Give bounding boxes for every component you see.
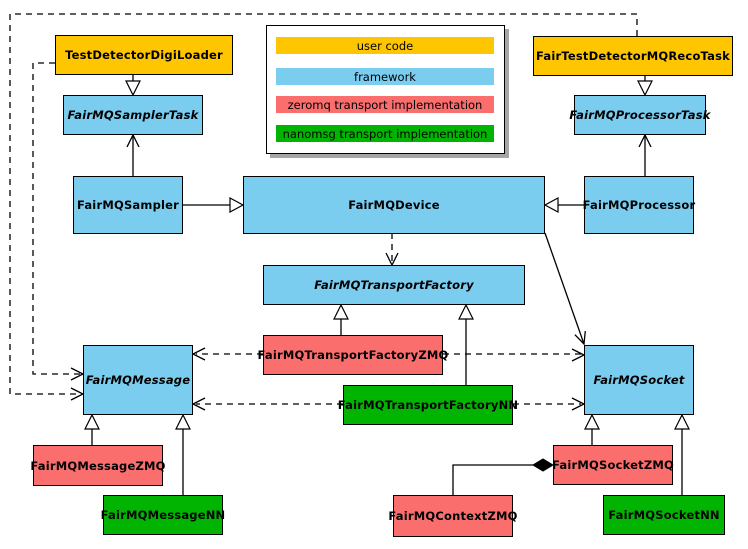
open-arrowhead bbox=[638, 133, 652, 148]
composition-diamond bbox=[532, 458, 554, 472]
open-arrowhead bbox=[385, 252, 399, 267]
edge-device-socket bbox=[544, 232, 585, 345]
node-fairmqmessage: FairMQMessage bbox=[83, 345, 193, 415]
legend-label: zeromq transport implementation bbox=[287, 97, 483, 112]
hollow-triangle bbox=[674, 413, 690, 430]
hollow-triangle bbox=[543, 196, 559, 214]
hollow-triangle bbox=[458, 303, 474, 320]
edge-contextzmq-socketzmq bbox=[452, 464, 533, 495]
open-arrowhead bbox=[571, 397, 586, 411]
node-fairmqsocketnn: FairMQSocketNN bbox=[603, 495, 725, 535]
open-arrowhead bbox=[571, 348, 586, 362]
open-arrowhead bbox=[70, 387, 85, 401]
legend-item-framework: framework bbox=[276, 68, 494, 85]
legend-item-nanomsg: nanomsg transport implementation bbox=[276, 125, 494, 142]
hollow-triangle bbox=[84, 413, 100, 430]
open-arrowhead bbox=[70, 367, 85, 381]
node-fairmqtransportfactorynn: FairMQTransportFactoryNN bbox=[338, 385, 518, 425]
node-fairmqtransportfactory: FairMQTransportFactory bbox=[263, 265, 525, 305]
node-fairmqmessagezmq: FairMQMessageZMQ bbox=[30, 445, 165, 486]
node-fairmqsocket: FairMQSocket bbox=[584, 345, 694, 415]
open-arrowhead bbox=[574, 331, 586, 346]
legend-label: user code bbox=[356, 38, 414, 53]
hollow-triangle bbox=[229, 196, 245, 214]
node-fairmqsamplertask: FairMQSamplerTask bbox=[63, 95, 203, 135]
hollow-triangle bbox=[175, 413, 191, 430]
legend-label: nanomsg transport implementation bbox=[282, 126, 488, 141]
hollow-triangle bbox=[333, 303, 349, 320]
legend-item-user-code: user code bbox=[276, 37, 494, 54]
node-fairmqmessagenn: FairMQMessageNN bbox=[101, 495, 225, 535]
open-arrowhead bbox=[126, 133, 140, 148]
hollow-triangle bbox=[125, 80, 141, 97]
hollow-triangle bbox=[637, 80, 653, 97]
legend-item-zeromq: zeromq transport implementation bbox=[276, 96, 494, 113]
node-fairmqdevice: FairMQDevice bbox=[243, 176, 545, 234]
node-fairmqcontextzmq: FairMQContextZMQ bbox=[388, 495, 517, 537]
node-fairmqtransportfactoryzmq: FairMQTransportFactoryZMQ bbox=[258, 335, 448, 375]
node-testdetectordigiloader: TestDetectorDigiLoader bbox=[55, 35, 233, 75]
node-fairmqsocketzmq: FairMQSocketZMQ bbox=[552, 445, 674, 485]
open-arrowhead bbox=[191, 397, 206, 411]
legend-label: framework bbox=[354, 69, 416, 84]
hollow-triangle bbox=[584, 413, 600, 430]
node-fairtestdetectormqrecotask: FairTestDetectorMQRecoTask bbox=[533, 36, 733, 76]
node-fairmqsampler: FairMQSampler bbox=[73, 176, 183, 234]
legend: user code framework zeromq transport imp… bbox=[266, 25, 505, 154]
open-arrowhead bbox=[191, 347, 206, 361]
node-fairmqprocessor: FairMQProcessor bbox=[583, 176, 695, 234]
node-fairmqprocessortask: FairMQProcessorTask bbox=[569, 95, 710, 135]
